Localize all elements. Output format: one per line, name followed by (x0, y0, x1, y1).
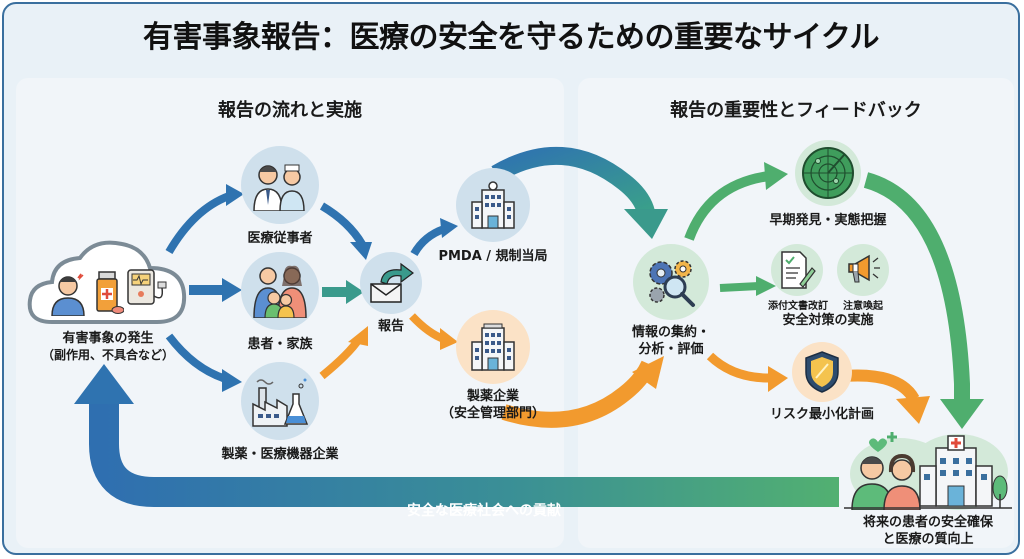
feedback-loop-label: 安全な医療社会への貢献 (407, 503, 561, 519)
adverse-event-label: 有害事象の発生 (62, 331, 154, 346)
risk-minimization-label: リスク最小化計画 (769, 407, 874, 422)
outcome-label: 将来の患者の安全確保 (862, 515, 993, 530)
reporter-label: 医療従事者 (247, 231, 313, 246)
measure-label: 添付文書改訂 (768, 301, 828, 312)
gears-magnifier-icon (633, 244, 709, 320)
envelope-send-icon (360, 252, 422, 314)
reporter-healthcare-professionals: 医療従事者 (230, 146, 330, 247)
outcome-sublabel: と医療の質向上 (882, 532, 974, 547)
reporter-label: 患者・家族 (247, 337, 313, 352)
megaphone-icon (837, 244, 889, 296)
safety-measure-alert: 注意喚起 (834, 244, 892, 315)
measure-label: 注意喚起 (843, 301, 883, 312)
recipient-label: 製薬企業 (466, 389, 519, 404)
adverse-event-cloud (22, 232, 192, 332)
shield-icon (792, 342, 852, 402)
safety-measures-label: 安全対策の実施 (782, 313, 874, 328)
recipient-pmda: PMDA / 規制当局 (428, 168, 558, 265)
distressed-person-icon (51, 273, 85, 316)
panel-heading-reporting-flow: 報告の流れと実施 (218, 100, 362, 121)
patients-hospital-icon (844, 432, 1012, 511)
panel-heading-feedback: 報告の重要性とフィードバック (670, 100, 922, 121)
medicine-bottle-icon (96, 271, 124, 314)
report-label: 報告 (377, 319, 404, 334)
reporter-label: 製薬・医療機器企業 (221, 447, 339, 462)
page-title: 有害事象報告：医療の安全を守るための重要なサイクル (143, 20, 880, 55)
analysis-label: 情報の集約・ (631, 325, 710, 340)
adverse-event-examples: （副作用、不具合など） (41, 348, 174, 362)
safety-measures-node: 安全対策の実施 (758, 312, 898, 329)
radar-icon (795, 140, 861, 206)
outcome-node: 将来の患者の安全確保 と医療の質向上 (840, 428, 1016, 548)
analysis-node: 情報の集約・ 分析・評価 (616, 244, 726, 358)
reporter-pharma-device-companies: 製薬・医療機器企業 (200, 362, 360, 463)
reporter-patients-family: 患者・家族 (230, 252, 330, 353)
analysis-sublabel: 分析・評価 (638, 342, 704, 357)
company-building-icon (456, 310, 530, 384)
safety-measure-document-revision: 添付文書改訂 (768, 244, 828, 315)
risk-minimization-node: リスク最小化計画 (752, 342, 892, 423)
document-edit-icon (771, 244, 823, 296)
factory-flask-icon (241, 362, 319, 440)
recipient-pharma-safety-dept: 製薬企業 （安全管理部門） (428, 310, 558, 422)
adverse-event-node: 有害事象の発生 （副作用、不具合など） (24, 330, 192, 364)
early-detection-label: 早期発見・実態把握 (769, 213, 887, 228)
government-building-icon (456, 168, 530, 242)
report-node: 報告 (356, 252, 426, 335)
recipient-sublabel: （安全管理部門） (440, 406, 545, 421)
early-detection-node: 早期発見・実態把握 (758, 140, 898, 229)
doctor-nurse-icon (241, 146, 319, 224)
family-icon (241, 252, 319, 330)
recipient-label: PMDA / 規制当局 (438, 249, 548, 264)
medical-device-icon (127, 269, 167, 305)
